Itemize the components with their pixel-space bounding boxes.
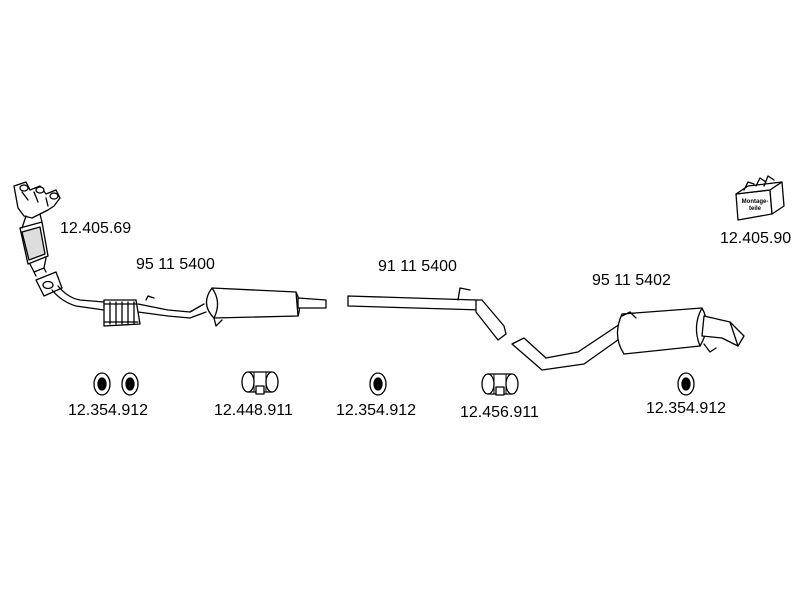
mounting-box-text: Montage- teile <box>741 199 769 212</box>
middle-pipe <box>347 287 507 341</box>
clamp-2-icon <box>481 373 519 396</box>
label-mounting-kit: 12.405.90 <box>720 230 792 247</box>
rear-muffler-assembly <box>511 307 745 371</box>
label-clamp-2: 12.456.911 <box>460 404 539 421</box>
label-manifold-cat: 12.405.69 <box>60 220 132 237</box>
label-rubber-mount-3: 12.354.912 <box>646 400 727 417</box>
label-front-pipe: 95 11 5400 <box>136 256 215 273</box>
rubber-mount-2-icon <box>369 372 387 396</box>
label-rear-muffler: 95 11 5402 <box>592 272 671 289</box>
clamp-1-icon <box>241 371 279 395</box>
mounting-kit-box-icon <box>735 175 785 221</box>
label-rubber-mount-2: 12.354.912 <box>336 402 417 419</box>
rubber-mount-3-icon <box>677 372 695 396</box>
rubber-mount-1-icon <box>93 372 139 396</box>
label-middle-pipe: 91 11 5400 <box>378 258 457 275</box>
front-pipe-assembly <box>35 271 327 327</box>
label-clamp-1: 12.448.911 <box>214 402 293 419</box>
label-rubber-mount-1: 12.354.912 <box>68 402 149 419</box>
manifold-catalytic-converter <box>13 181 61 277</box>
